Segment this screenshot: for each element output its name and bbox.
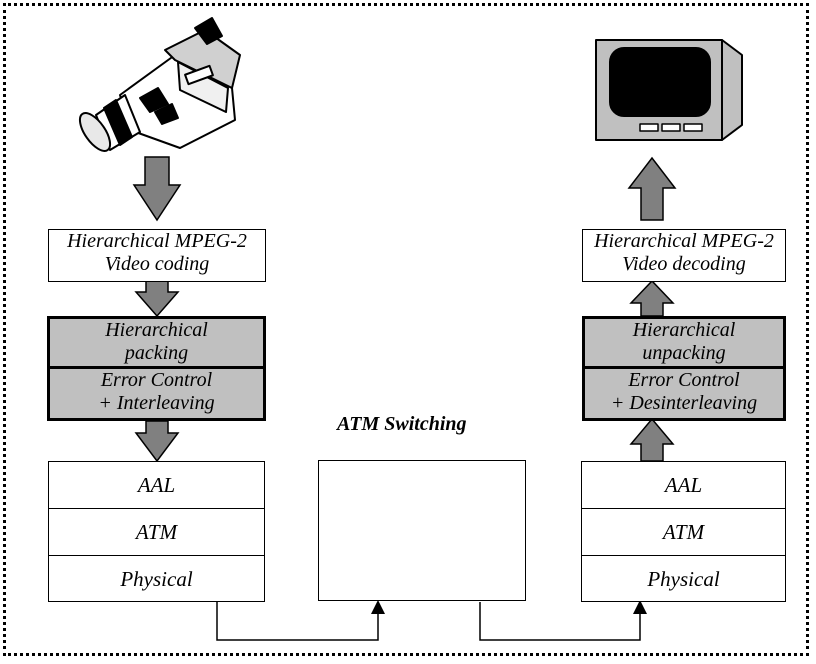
video-coding-line1: Hierarchical MPEG-2 xyxy=(67,230,247,252)
sender-aal-label: AAL xyxy=(137,472,176,497)
link-switch-to-receiver-arrowhead xyxy=(633,600,647,614)
receiver-physical-label: Physical xyxy=(647,566,720,591)
link-sender-to-switch-arrowhead xyxy=(371,600,385,614)
unpacking-line2: unpacking xyxy=(642,342,726,364)
receiver-atm-layer: ATM xyxy=(582,509,785,556)
video-coding-line2: Video coding xyxy=(104,253,210,275)
error-control-interleaving-box: Error Control + Interleaving xyxy=(47,366,266,421)
arrow-coding-to-packing xyxy=(134,280,180,318)
television-icon xyxy=(595,39,743,141)
link-sender-to-switch xyxy=(216,602,379,641)
packing-line1: Hierarchical xyxy=(105,319,208,341)
error-control-r-line2: + Desinterleaving xyxy=(610,392,758,414)
error-control-desinterleaving-box: Error Control + Desinterleaving xyxy=(582,366,786,421)
video-camera-icon xyxy=(78,17,241,152)
video-coding-box: Hierarchical MPEG-2 Video coding xyxy=(48,229,266,282)
sender-atm-label: ATM xyxy=(135,519,178,544)
receiver-aal-layer: AAL xyxy=(582,462,785,509)
diagram-frame xyxy=(3,3,809,656)
packing-box: Hierarchical packing xyxy=(47,316,266,369)
arrow-aal-to-desinterleaving xyxy=(629,417,675,462)
video-decoding-line1: Hierarchical MPEG-2 xyxy=(594,230,774,252)
sender-physical-label: Physical xyxy=(120,566,193,591)
receiver-physical-layer: Physical xyxy=(582,556,785,602)
packing-line2: packing xyxy=(124,342,189,364)
video-decoding-box: Hierarchical MPEG-2 Video decoding xyxy=(582,229,786,282)
arrow-decoding-to-tv xyxy=(627,156,677,221)
sender-aal-layer: AAL xyxy=(49,462,264,509)
atm-switch-box xyxy=(318,460,526,601)
receiver-aal-label: AAL xyxy=(664,472,703,497)
unpacking-box: Hierarchical unpacking xyxy=(582,316,786,369)
arrow-camera-to-coding xyxy=(132,156,182,222)
receiver-atm-label: ATM xyxy=(662,519,705,544)
error-control-line1: Error Control xyxy=(100,369,213,391)
arrow-unpacking-to-decoding xyxy=(629,279,675,317)
atm-switching-title: ATM Switching xyxy=(337,413,467,435)
link-switch-to-receiver xyxy=(479,602,641,641)
sender-protocol-stack: AAL ATM Physical xyxy=(48,461,265,602)
sender-physical-layer: Physical xyxy=(49,556,264,602)
sender-atm-layer: ATM xyxy=(49,509,264,556)
error-control-line2: + Interleaving xyxy=(98,392,215,414)
error-control-r-line1: Error Control xyxy=(628,369,740,391)
unpacking-line1: Hierarchical xyxy=(632,319,736,341)
video-decoding-line2: Video decoding xyxy=(622,253,746,275)
receiver-protocol-stack: AAL ATM Physical xyxy=(581,461,786,602)
arrow-interleaving-to-aal xyxy=(134,420,180,463)
